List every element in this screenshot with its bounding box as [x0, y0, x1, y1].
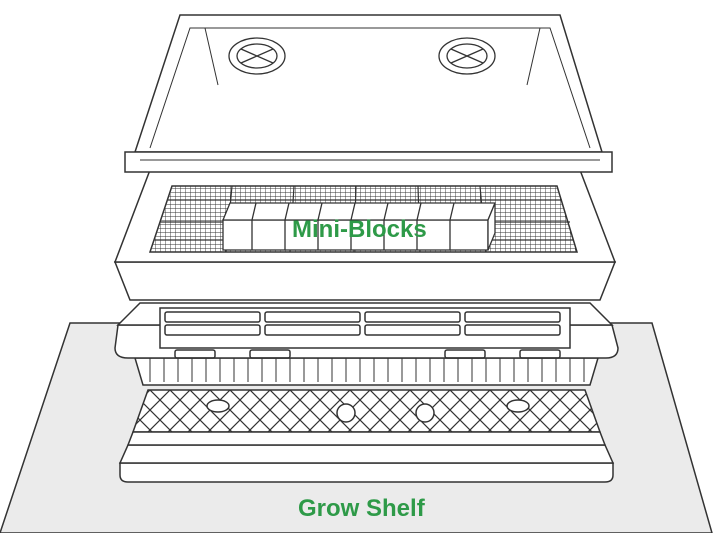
base-tray: [118, 389, 615, 483]
middle-tray: [114, 302, 619, 386]
mini-blocks: [222, 202, 496, 251]
humidity-dome: [124, 14, 613, 173]
vent-left: [228, 37, 286, 75]
vent-right: [438, 37, 496, 75]
mini-blocks-label: Mini-Blocks: [292, 216, 427, 243]
grow-shelf-label: Grow Shelf: [298, 495, 425, 522]
